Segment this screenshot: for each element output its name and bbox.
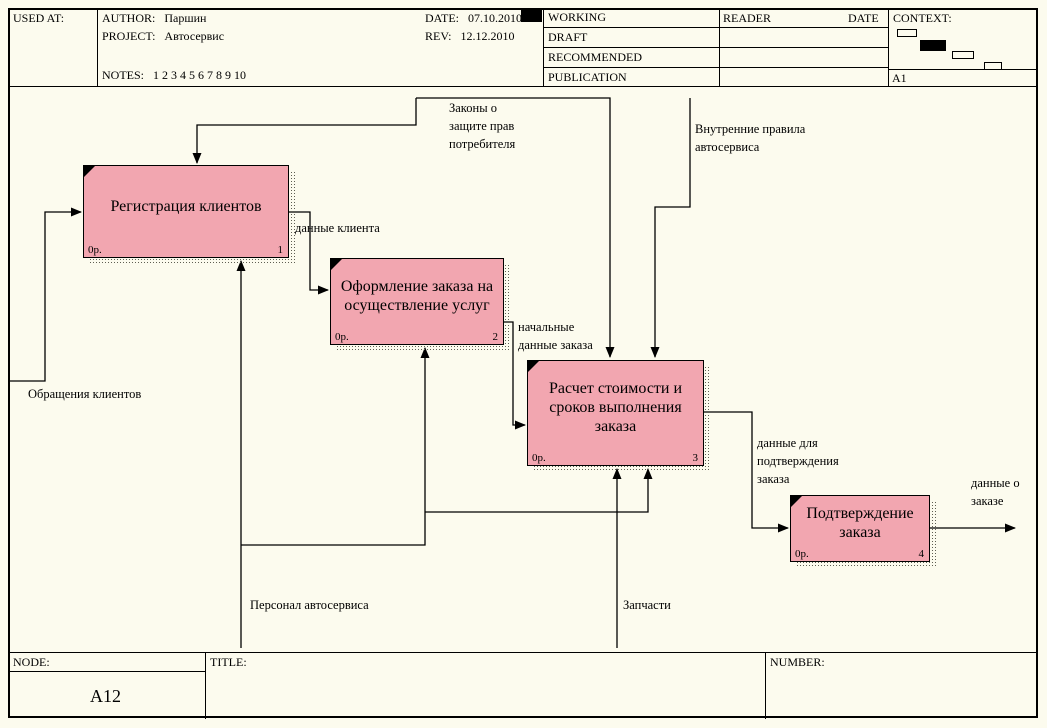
node-caption-line — [8, 671, 205, 672]
used-at-label: USED AT: — [13, 11, 65, 25]
arrow-dannye-klienta — [289, 211, 329, 295]
author-label: AUTHOR: — [102, 11, 156, 25]
notes-label: NOTES: — [102, 68, 144, 82]
grid-line — [543, 47, 888, 48]
activity-title: Подтверждение заказа — [806, 505, 914, 541]
rev-value: 12.12.2010 — [460, 29, 515, 43]
number-label: NUMBER: — [770, 655, 825, 669]
date-value: 07.10.2010 — [468, 11, 522, 25]
arrow-zakony-to-box3 — [416, 97, 615, 358]
title-label: TITLE: — [210, 655, 247, 669]
arrow-dannye-dlya-podtverzhdeniya — [704, 411, 789, 533]
label-dannye-dlya-podtverzhdeniya: данные для подтверждения заказа — [757, 436, 839, 486]
working-status-checkbox — [521, 8, 542, 22]
date-row: DATE: 07.10.2010 — [425, 11, 522, 26]
label-zapchasti: Запчасти — [623, 598, 671, 612]
grid-line — [765, 652, 766, 719]
footer-top-line — [8, 652, 1038, 653]
status-row-draft: DRAFT — [543, 28, 719, 47]
label-dannye-o-zakaze: данные о заказе — [971, 476, 1020, 508]
activity-cost: 0р. — [532, 452, 546, 464]
activity-title: Расчет стоимости и сроков выполнения зак… — [548, 380, 683, 435]
status-row-recommended: RECOMMENDED — [543, 48, 719, 67]
status-label: RECOMMENDED — [548, 50, 643, 64]
activity-cost: 0р. — [795, 548, 809, 560]
date-label: DATE: — [425, 11, 459, 25]
arrow-personal-to-box2 — [241, 347, 430, 546]
label-dannye-klienta: данные клиента — [295, 221, 380, 235]
context-thumbnail-box — [952, 51, 974, 59]
notes-row: NOTES: 1 2 3 4 5 6 7 8 9 10 — [102, 68, 246, 83]
activity-number: 2 — [492, 331, 499, 343]
project-value: Автосервис — [164, 29, 225, 43]
activity-number: 1 — [277, 244, 284, 256]
label-nachalnye-dannye: начальные данные заказа — [518, 320, 593, 352]
activity-number: 4 — [918, 548, 925, 560]
label-zakony: Законы о защите прав потребителя — [449, 101, 516, 151]
project-row: PROJECT: Автосервис — [102, 29, 224, 44]
activity-title: Оформление заказа на осуществление услуг — [340, 278, 494, 314]
node-label: NODE: — [13, 655, 50, 669]
project-label: PROJECT: — [102, 29, 156, 43]
activity-cost: 0р. — [88, 244, 102, 256]
grid-line — [888, 8, 889, 86]
activity-box-raschet[interactable]: Расчет стоимости и сроков выполнения зак… — [527, 360, 704, 466]
status-label: DRAFT — [548, 30, 588, 44]
activity-number: 3 — [692, 452, 699, 464]
rev-row: REV: 12.12.2010 — [425, 29, 514, 44]
label-personal-avtoservisa: Персонал автосервиса — [250, 598, 369, 612]
reader-date-label: DATE — [848, 11, 879, 25]
context-thumbnail-box — [984, 62, 1002, 70]
label-vnutrennie-pravila: Внутренние правила автосервиса — [695, 122, 806, 154]
context-label: CONTEXT: — [893, 11, 952, 25]
reader-label: READER — [723, 11, 771, 25]
arrow-personal-to-box3 — [425, 468, 653, 513]
status-label: WORKING — [548, 10, 606, 24]
activity-title: Регистрация клиентов — [110, 197, 262, 215]
arrow-obrashcheniya-klientov — [8, 207, 82, 382]
context-node: A1 — [892, 71, 907, 85]
activity-cost: 0р. — [335, 331, 349, 343]
status-row-publication: PUBLICATION — [543, 68, 719, 87]
grid-line — [205, 652, 206, 719]
grid-line — [543, 27, 888, 28]
context-thumbnail-box-current — [920, 40, 946, 51]
rev-label: REV: — [425, 29, 452, 43]
notes-numbers: 1 2 3 4 5 6 7 8 9 10 — [153, 68, 246, 82]
status-label: PUBLICATION — [548, 70, 627, 84]
context-thumbnail-box — [897, 29, 917, 37]
activity-box-podtverzhdenie[interactable]: Подтверждение заказа 0р. 4 — [790, 495, 930, 562]
author-row: AUTHOR: Паршин — [102, 11, 206, 26]
label-obrashcheniya-klientov: Обращения клиентов — [28, 387, 142, 401]
activity-box-oformlenie[interactable]: Оформление заказа на осуществление услуг… — [330, 258, 504, 345]
arrow-vnutrennie-pravila — [650, 98, 691, 358]
node-value: А12 — [90, 686, 121, 706]
header-bottom-line — [8, 86, 1038, 87]
status-row-working: WORKING — [543, 8, 719, 27]
author-value: Паршин — [164, 11, 207, 25]
arrow-zakony-to-box1 — [192, 98, 417, 164]
grid-line — [97, 8, 98, 86]
activity-box-registraciya[interactable]: Регистрация клиентов 0р. 1 — [83, 165, 289, 258]
grid-line — [543, 67, 888, 68]
grid-line — [888, 69, 1038, 70]
